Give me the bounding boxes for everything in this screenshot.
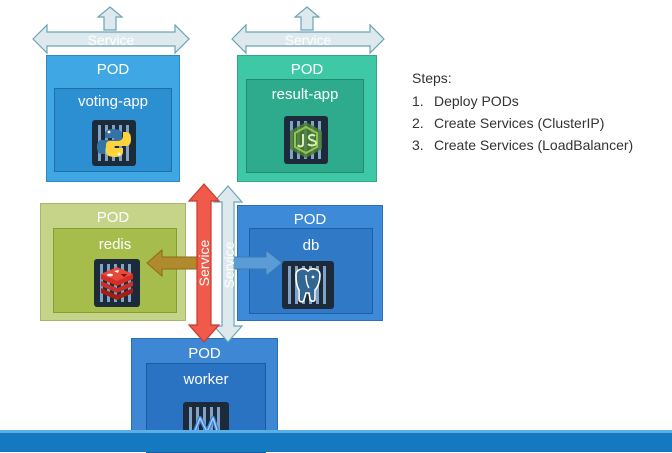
pod-label: POD: [293, 211, 327, 228]
app-label: voting-app: [77, 93, 149, 110]
pod-label: POD: [96, 61, 130, 78]
pod-voting-app: POD voting-app: [46, 55, 180, 182]
service-redis: Service: [188, 183, 220, 343]
steps-list: 1. Deploy PODs 2. Create Services (Cluster…: [412, 90, 633, 156]
redis-icon: [94, 259, 140, 307]
step-text: Deploy PODs: [434, 93, 519, 109]
step-number: 2.: [412, 115, 424, 131]
step-item: 3. Create Services (LoadBalancer): [412, 134, 633, 156]
result-app-container: result-app: [246, 79, 364, 173]
voting-app-container: voting-app: [54, 88, 172, 172]
pod-label: POD: [96, 209, 130, 226]
service-label: Service: [285, 32, 332, 48]
app-label: worker: [183, 371, 229, 388]
service-db: Service: [213, 185, 243, 343]
pod-label: POD: [290, 61, 324, 78]
nodejs-icon: [284, 116, 328, 164]
bottom-bar: [0, 430, 672, 452]
step-text: Create Services (LoadBalancer): [434, 137, 634, 153]
app-label: db: [302, 237, 320, 254]
service-label: Service: [196, 239, 212, 286]
pod-result-app: POD result-app: [237, 55, 377, 182]
service-result: Service: [231, 6, 385, 55]
service-voting: Service: [32, 6, 190, 55]
step-number: 3.: [412, 137, 424, 153]
service-label: Service: [88, 32, 135, 48]
service-label: Service: [221, 241, 237, 288]
pod-label: POD: [188, 345, 221, 362]
step-text: Create Services (ClusterIP): [434, 115, 605, 131]
postgres-icon: [282, 261, 334, 309]
step-item: 2. Create Services (ClusterIP): [412, 112, 633, 134]
python-icon: [92, 120, 136, 166]
app-label: redis: [98, 236, 132, 253]
step-number: 1.: [412, 93, 424, 109]
app-label: result-app: [271, 86, 339, 103]
steps-panel: Steps: 1. Deploy PODs 2. Create Services (…: [412, 70, 633, 156]
steps-title: Steps:: [412, 70, 452, 86]
arrow-to-db: [232, 248, 283, 278]
step-item: 1. Deploy PODs: [412, 90, 633, 112]
